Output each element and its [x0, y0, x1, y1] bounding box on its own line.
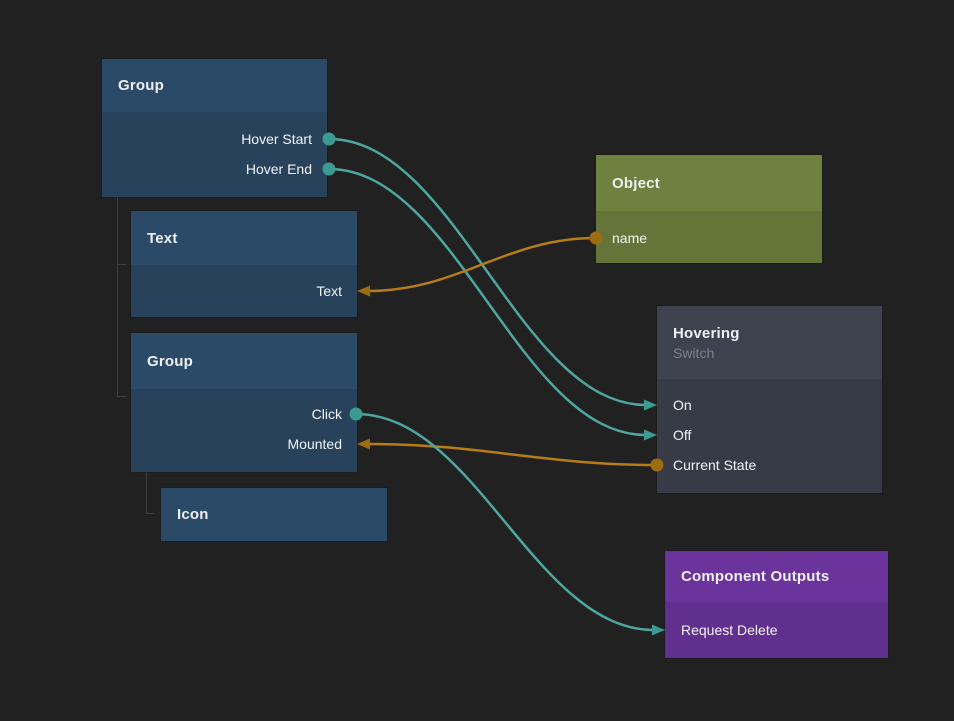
node-title: Group — [118, 77, 164, 94]
edge-object.name-to-text.text-in[interactable] — [366, 236, 598, 293]
edge-group-inner.click-to-component-outputs.request-delete[interactable] — [354, 412, 656, 632]
port-on[interactable]: On — [673, 397, 692, 413]
port-text-in[interactable]: Text — [316, 283, 342, 299]
node-title: Group — [147, 352, 193, 370]
port-connector-arrow-icon[interactable] — [652, 624, 665, 636]
port-connector-arrow-icon[interactable] — [644, 429, 657, 441]
node-title: Component Outputs — [681, 568, 830, 585]
node-title: Icon — [177, 506, 209, 523]
node-header[interactable]: Text — [131, 211, 357, 265]
node-title: Text — [147, 229, 178, 247]
node-object[interactable]: Object name — [596, 155, 822, 263]
port-hover-end[interactable]: Hover End — [245, 161, 312, 177]
node-title: Object — [612, 174, 660, 192]
node-body: name — [596, 211, 822, 263]
port-connector-arrow-icon[interactable] — [357, 438, 370, 450]
node-header[interactable]: Component Outputs — [665, 551, 888, 602]
port-off[interactable]: Off — [673, 427, 692, 443]
node-body: Request Delete — [665, 602, 888, 658]
node-icon[interactable]: Icon — [161, 488, 387, 541]
port-click[interactable]: Click — [311, 406, 342, 422]
port-request-delete[interactable]: Request Delete — [681, 622, 778, 638]
node-title: Hovering — [673, 324, 740, 342]
edge-hovering.current-state-to-group-inner.mounted[interactable] — [366, 442, 659, 467]
node-header[interactable]: Object — [596, 155, 822, 211]
port-hover-start[interactable]: Hover Start — [241, 131, 312, 147]
hierarchy-connector-line — [117, 197, 126, 397]
node-body: Text — [131, 265, 357, 317]
hierarchy-connector-line — [146, 472, 154, 514]
node-header[interactable]: Group — [102, 59, 327, 112]
port-mounted[interactable]: Mounted — [287, 436, 342, 452]
port-current-state[interactable]: Current State — [673, 457, 757, 473]
port-connector-arrow-icon[interactable] — [644, 399, 657, 411]
node-subtitle: Switch — [673, 344, 715, 361]
port-name[interactable]: name — [612, 230, 648, 246]
node-header[interactable]: Icon — [161, 488, 387, 541]
port-connector-arrow-icon[interactable] — [357, 285, 370, 297]
node-header[interactable]: Group — [131, 333, 357, 389]
